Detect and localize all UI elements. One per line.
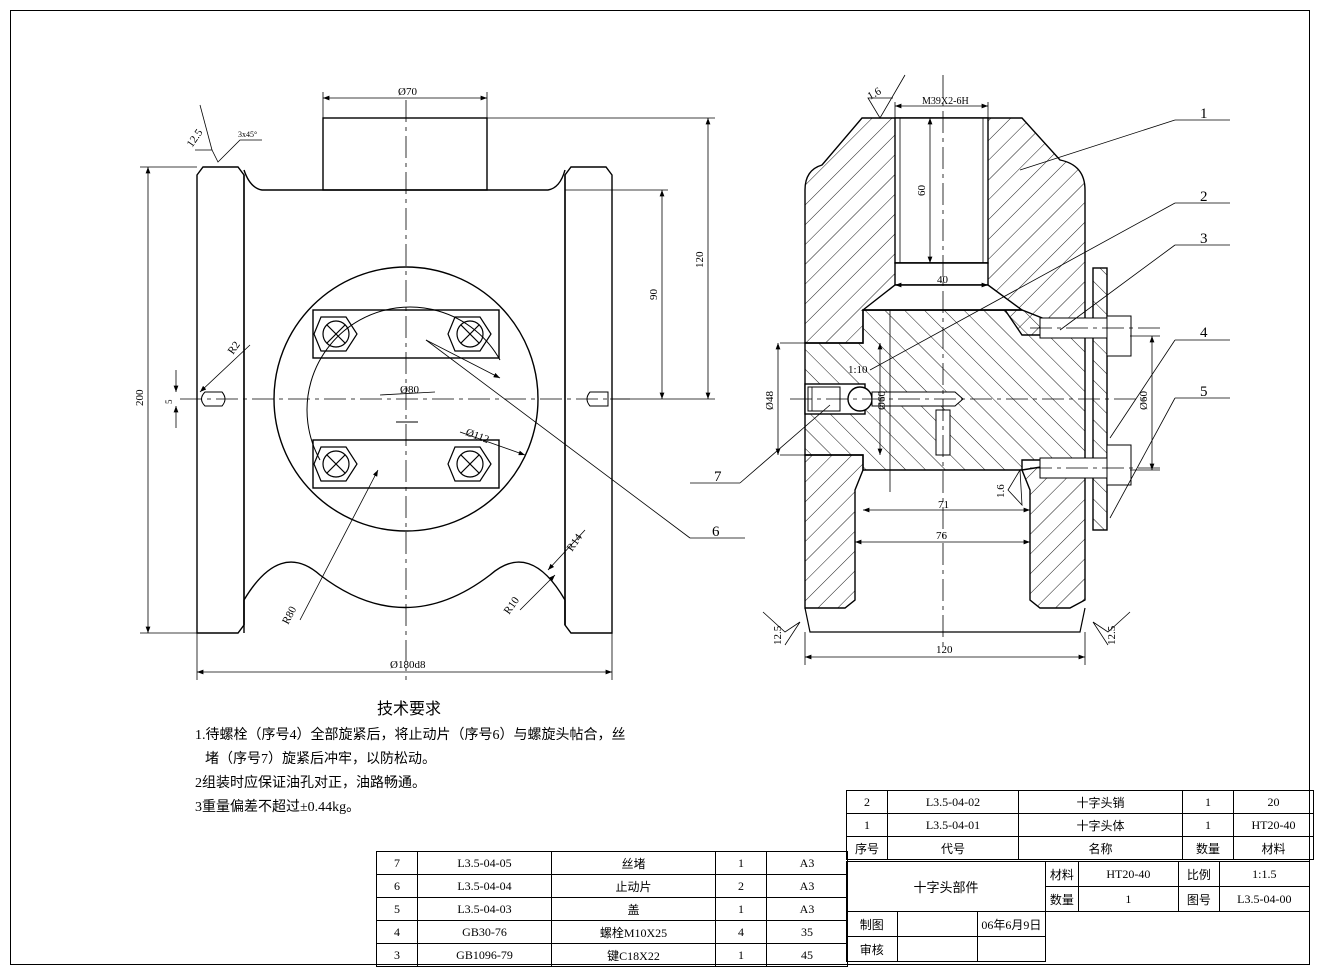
balloon-3: 3	[1200, 231, 1208, 247]
dim-5: 5	[164, 399, 174, 404]
dim-40: 40	[937, 274, 949, 286]
dim-d48: Ø48	[764, 391, 776, 410]
rough-inner: 1.6	[995, 484, 1007, 498]
rough-top-left: 12.5	[185, 127, 206, 150]
left-dimensions	[140, 92, 745, 680]
table-row: 6 L3.5-04-04 止动片 2 A3	[376, 874, 848, 898]
scale-value: 1:1.5	[1218, 861, 1311, 887]
dim-r14: R14	[565, 531, 586, 553]
dim-120: 120	[694, 251, 706, 268]
table-row: 2 L3.5-04-02 十字头销 1 20	[846, 790, 1314, 814]
table-row: 4 GB30-76 螺栓M10X25 4 35	[376, 920, 848, 944]
assembly-name: 十字头部件	[845, 861, 1047, 912]
left-view	[180, 100, 630, 680]
body-lower-right	[1021, 459, 1086, 609]
right-dim-text: 1.6 M39X2-6H 60 40 1:10 Ø48 Ø60 Ø60 1.6 …	[764, 85, 1150, 656]
table-row: 7 L3.5-04-05 丝堵 1 A3	[376, 851, 848, 875]
dim-d60-left: Ø60	[876, 391, 888, 410]
dim-taper: 1:10	[848, 364, 868, 376]
requirement-line: 堵（序号7）旋紧后冲牢，以防松动。	[205, 752, 436, 767]
balloon-6: 6	[712, 524, 720, 540]
table-row: 3 GB1096-79 键C18X22 1 45	[376, 943, 848, 967]
bolt-heads	[313, 316, 492, 482]
title-block-table: 十字头部件 材料 HT20-40 比例 1:1.5 数量 1 图号 L3.5-0…	[845, 861, 1311, 962]
rough-left: 12.5	[772, 625, 784, 645]
technical-requirements: 技术要求 1.待螺栓（序号4）全部旋紧后，将止动片（序号6）与螺旋头帖合，丝 堵…	[195, 698, 626, 820]
title-block: 十字头部件 材料 HT20-40 比例 1:1.5 数量 1 图号 L3.5-0…	[845, 861, 1311, 965]
top-boss	[322, 117, 488, 191]
left-bar	[196, 166, 245, 634]
dim-d60-right: Ø60	[1138, 391, 1150, 410]
parts-list-left: 7 L3.5-04-05 丝堵 1 A3 6 L3.5-04-04 止动片 2 …	[376, 851, 848, 967]
left-dim-text: Ø70 120 90 200 3x45° 12.5 5 R2 Ø80 Ø112 …	[134, 86, 706, 671]
dim-d112: Ø112	[464, 427, 491, 447]
balloons: 1 2 3 4 5 6 7	[712, 106, 1208, 540]
requirement-line: 2组装时应保证油孔对正，油路畅通。	[195, 776, 426, 791]
dim-thread: M39X2-6H	[922, 96, 969, 107]
dim-depth-60: 60	[916, 185, 928, 197]
dim-r10: R10	[502, 594, 523, 616]
dim-90: 90	[648, 289, 660, 301]
balloon-2: 2	[1200, 189, 1208, 205]
drawing-number: L3.5-04-00	[1218, 886, 1311, 912]
body-lower-left	[804, 454, 864, 609]
dim-r80: R80	[280, 604, 299, 626]
requirement-line: 3重量偏差不超过±0.44kg。	[195, 800, 361, 815]
rough-right: 12.5	[1106, 625, 1118, 645]
balloon-4: 4	[1200, 325, 1208, 341]
dim-chamfer: 3x45°	[238, 130, 257, 139]
balloon-1: 1	[1200, 106, 1208, 122]
right-dimensions	[690, 74, 1230, 665]
rough-top-right: 1.6	[866, 85, 884, 103]
right-bar	[564, 166, 613, 634]
balloon-7: 7	[714, 469, 722, 485]
dim-120-bottom: 120	[936, 644, 953, 656]
requirement-line: 1.待螺栓（序号4）全部旋紧后，将止动片（序号6）与螺旋头帖合，丝	[195, 728, 626, 743]
table-row: 1 L3.5-04-01 十字头体 1 HT20-40	[846, 813, 1314, 837]
dim-71: 71	[938, 499, 949, 511]
right-view	[790, 75, 1160, 650]
requirements-title: 技术要求	[377, 701, 442, 718]
table-header-row: 序号 代号 名称 数量 材料	[846, 836, 1314, 860]
parts-list-right: 2 L3.5-04-02 十字头销 1 20 1 L3.5-04-01 十字头体…	[846, 790, 1314, 860]
dim-d80: Ø80	[400, 384, 419, 396]
balloon-5: 5	[1200, 384, 1208, 400]
table-row: 5 L3.5-04-03 盖 1 A3	[376, 897, 848, 921]
dim-200: 200	[134, 389, 146, 406]
dim-d180: Ø180d8	[390, 659, 426, 671]
dim-76: 76	[936, 530, 948, 542]
arc-d80	[306, 306, 501, 461]
dim-d70: Ø70	[398, 86, 417, 98]
drawing-date: 06年6月9日	[976, 911, 1047, 937]
